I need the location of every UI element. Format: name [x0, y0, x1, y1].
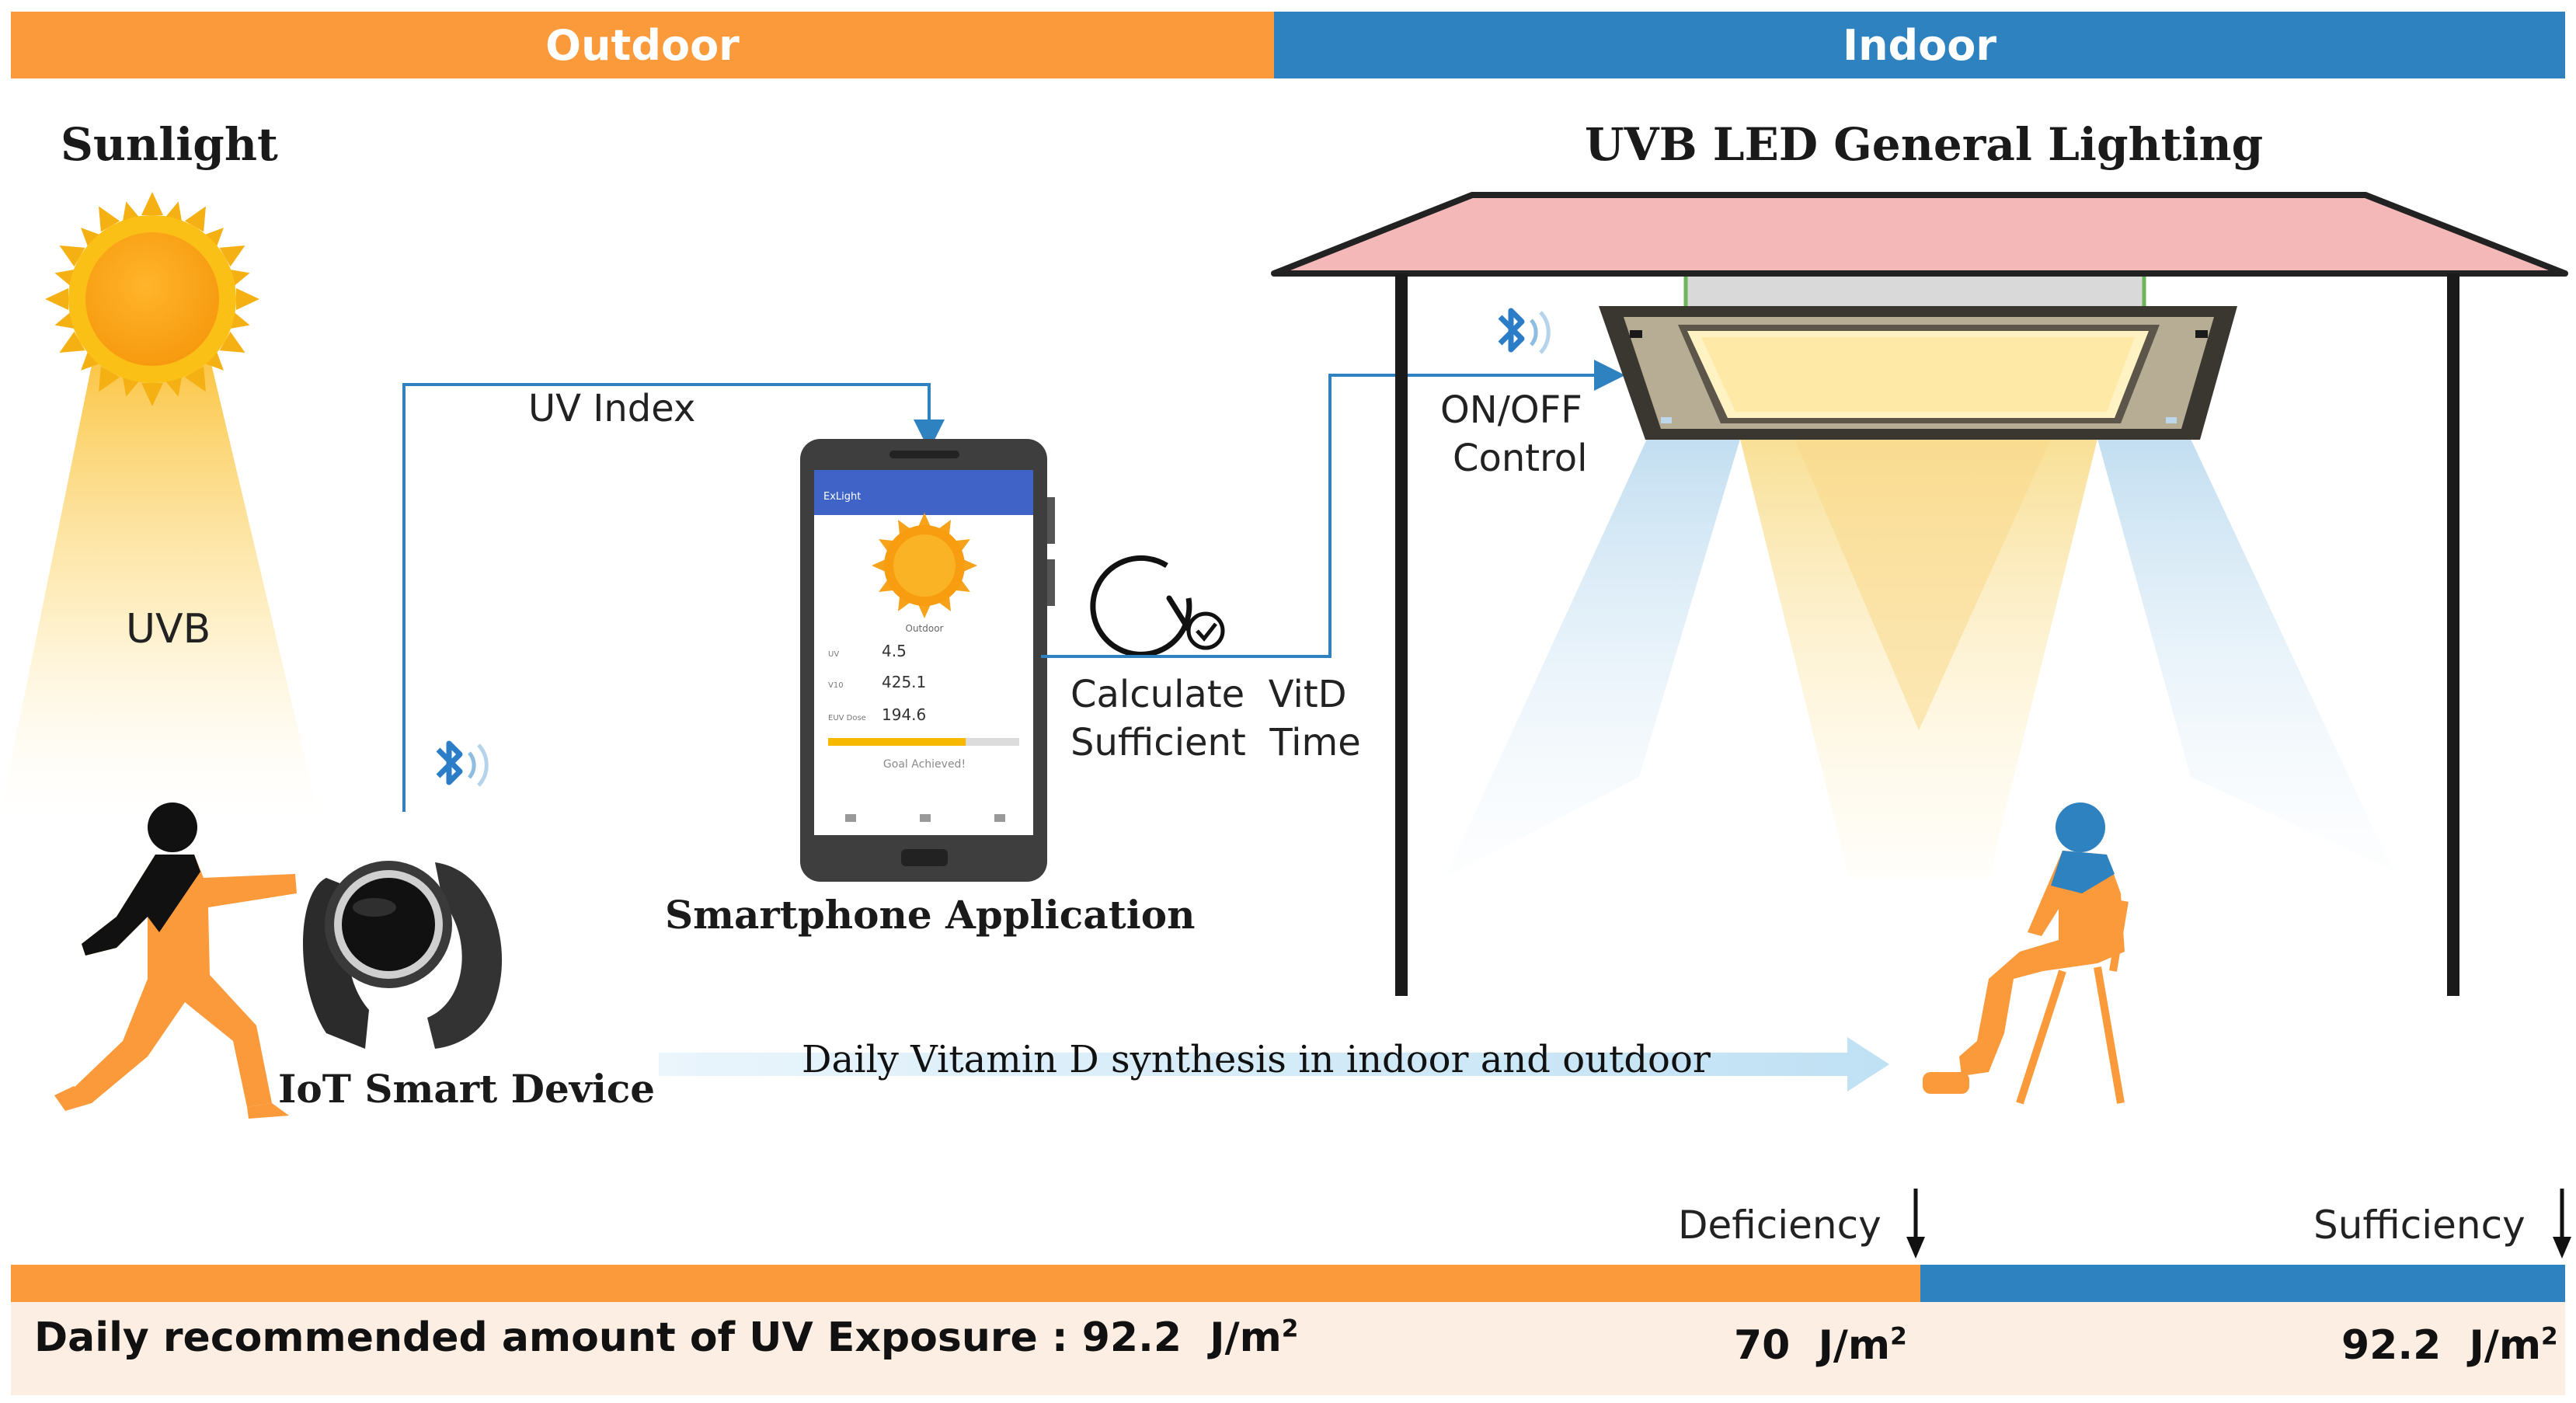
phone-dose-label: EUV Dose — [828, 714, 866, 722]
phone-progress-fill — [828, 738, 966, 746]
calc-label-line2: Sufficient Time — [1070, 721, 1361, 764]
timer-check-icon — [1090, 555, 1225, 657]
calc-label-line1: Calculate VitD — [1070, 673, 1347, 716]
deficiency-unit-sup: 2 — [1890, 1322, 1907, 1351]
phone-sun-icon — [872, 513, 977, 618]
phone-vitd-label: V10 — [828, 681, 844, 690]
exposure-info-band — [11, 1302, 2565, 1395]
recommended-unit-sup: 2 — [1281, 1314, 1299, 1343]
indoor-header: Indoor — [1842, 21, 1997, 70]
onoff-control-arrow — [1041, 360, 1625, 658]
iot-device-label: IoT Smart Device — [278, 1066, 656, 1112]
uv-index-arrow — [402, 383, 945, 812]
deficiency-value-text: 70 J/m — [1734, 1322, 1891, 1369]
smartphone-icon — [800, 439, 1055, 882]
sufficiency-value: 92.2 J/m2 — [2341, 1322, 2558, 1369]
sunlight-label: Sunlight — [61, 118, 278, 171]
led-beam-right — [2097, 439, 2393, 870]
sun-uvb-beam — [0, 357, 319, 816]
smartwatch-icon — [303, 861, 503, 1049]
indoor-header-bar — [1274, 12, 2565, 78]
flow-arrow — [659, 1037, 1889, 1091]
led-beam-core — [1794, 439, 2051, 730]
deficiency-label: Deficiency — [1678, 1203, 1882, 1248]
outdoor-header-bar — [11, 12, 1274, 78]
phone-vitd-value: 425.1 — [882, 673, 926, 691]
uvb-led-lamp-icon — [1599, 277, 2237, 440]
ceiling-structure — [1271, 192, 2568, 996]
smartphone-app-label: Smartphone Application — [665, 892, 1196, 938]
deficiency-value: 70 J/m2 — [1734, 1322, 1907, 1369]
recommended-exposure-value: Daily recommended amount of UV Exposure … — [34, 1314, 1282, 1361]
uvb-label: UVB — [126, 606, 211, 653]
flow-text: Daily Vitamin D synthesis in indoor and … — [802, 1038, 1711, 1081]
phone-uv-label: UV — [828, 650, 839, 659]
sufficiency-value-text: 92.2 J/m — [2341, 1322, 2542, 1369]
phone-dose-value: 194.6 — [882, 705, 926, 724]
exposure-bar-indoor — [1920, 1265, 2565, 1302]
sufficiency-arrow-icon — [2553, 1189, 2571, 1259]
sun-icon — [45, 192, 259, 406]
walking-person-icon — [54, 802, 297, 1119]
onoff-label-line2: Control — [1453, 437, 1588, 480]
deficiency-arrow-icon — [1906, 1189, 1925, 1259]
sufficiency-label: Sufficiency — [2313, 1203, 2526, 1248]
phone-nav-icons — [845, 814, 1005, 822]
exposure-bar-outdoor — [11, 1265, 1920, 1302]
recommended-exposure-text: Daily recommended amount of UV Exposure … — [34, 1314, 1298, 1361]
sufficiency-unit-sup: 2 — [2541, 1322, 2558, 1351]
onoff-label-line1: ON/OFF — [1440, 388, 1582, 432]
phone-app-name: ExLight — [823, 491, 861, 503]
phone-location: Outdoor — [906, 623, 944, 634]
lamp-bluetooth-icon — [1498, 308, 1551, 354]
phone-uv-value: 4.5 — [882, 642, 907, 660]
seated-person-icon — [1923, 802, 2129, 1105]
bluetooth-icon — [436, 740, 489, 787]
uvb-led-title: UVB LED General Lighting — [1585, 118, 2264, 171]
phone-status: Goal Achieved! — [883, 758, 966, 771]
uv-index-label: UV Index — [528, 387, 696, 430]
led-beam-left — [1445, 439, 1740, 878]
outdoor-header: Outdoor — [545, 21, 740, 70]
